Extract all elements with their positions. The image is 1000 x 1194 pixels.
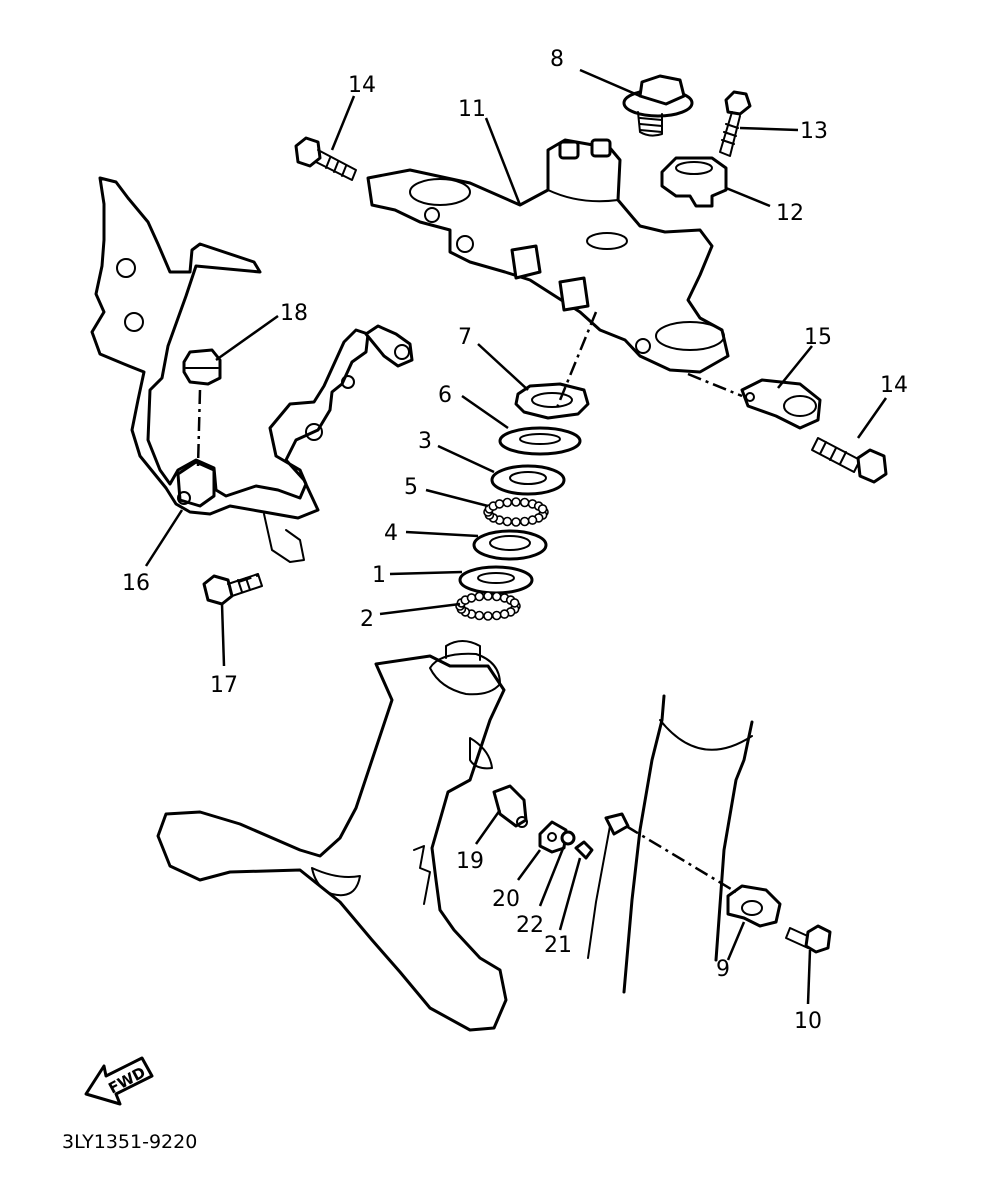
bearing-ball <box>483 591 493 601</box>
callout-12: 12 <box>776 201 804 226</box>
bolt-17 <box>202 573 263 606</box>
grommet-18 <box>182 348 222 386</box>
callout-8: 8 <box>550 47 564 72</box>
bolt-10 <box>785 924 832 954</box>
bolt-13 <box>719 90 752 157</box>
bearing-ball <box>494 499 505 509</box>
cable-clamp-15 <box>740 378 822 430</box>
callout-3: 3 <box>418 429 432 454</box>
bearing-ball <box>502 516 513 527</box>
callout-20: 20 <box>492 887 520 912</box>
callout-1: 1 <box>372 563 386 588</box>
bearing-ball <box>466 593 477 603</box>
upper-bracket <box>366 138 730 374</box>
bearing-ball <box>491 610 502 621</box>
callout-6: 6 <box>438 383 452 408</box>
callout-labels: 11 8 13 12 14 15 14 7 6 3 5 4 1 2 18 16 … <box>122 47 908 1034</box>
callout-22: 22 <box>516 913 544 938</box>
washer-6 <box>498 426 582 456</box>
ball-bearings-5 <box>483 497 549 527</box>
callout-21: 21 <box>544 933 572 958</box>
bearing-ball <box>511 517 521 527</box>
handlebar-holder-12 <box>660 156 728 208</box>
under-bracket <box>156 640 508 1032</box>
callout-5: 5 <box>404 475 418 500</box>
bearing-ball <box>511 497 521 507</box>
fork-tube-outline <box>587 694 754 994</box>
bearing-ball <box>537 504 548 514</box>
washer-22 <box>560 830 576 846</box>
bearing-ball <box>474 610 485 621</box>
bearing-ball <box>483 611 493 621</box>
bearing-ball <box>499 609 510 619</box>
clamp-9 <box>604 812 782 928</box>
callout-7: 7 <box>458 325 472 350</box>
screw-21 <box>574 840 594 860</box>
dust-seal-1 <box>458 565 534 595</box>
fwd-arrow: FWD <box>84 1056 154 1106</box>
callout-11: 11 <box>458 97 486 122</box>
ring-nut-7 <box>514 382 590 420</box>
callout-14-left: 14 <box>348 73 376 98</box>
callout-16: 16 <box>122 571 150 596</box>
bearing-ball <box>491 591 502 602</box>
callout-14-right: 14 <box>880 373 908 398</box>
bolt-14-left <box>294 136 357 181</box>
callout-13: 13 <box>800 119 828 144</box>
callout-10: 10 <box>794 1009 822 1034</box>
bearing-ball <box>474 591 485 602</box>
sensor-19 <box>492 784 528 828</box>
crown-nut <box>622 74 694 137</box>
race-4 <box>472 529 548 561</box>
ball-bearings-2 <box>455 591 521 621</box>
race-3 <box>490 464 566 496</box>
callout-4: 4 <box>384 521 398 546</box>
bearing-ball <box>509 598 520 608</box>
meter-stay-16 <box>90 176 414 563</box>
bearing-ball <box>519 497 530 508</box>
callout-18: 18 <box>280 301 308 326</box>
callout-9: 9 <box>716 957 730 982</box>
assembly-lines <box>196 311 743 894</box>
bearing-ball <box>502 497 513 508</box>
callout-2: 2 <box>360 607 374 632</box>
diagram-code: 3LY1351-9220 <box>62 1131 197 1153</box>
callout-15: 15 <box>804 325 832 350</box>
bolt-14-right <box>811 437 888 484</box>
callout-17: 17 <box>210 673 238 698</box>
bearing-ball <box>527 515 538 525</box>
callout-19: 19 <box>456 849 484 874</box>
bearing-ball <box>519 516 530 527</box>
leader-lines <box>144 68 888 1005</box>
